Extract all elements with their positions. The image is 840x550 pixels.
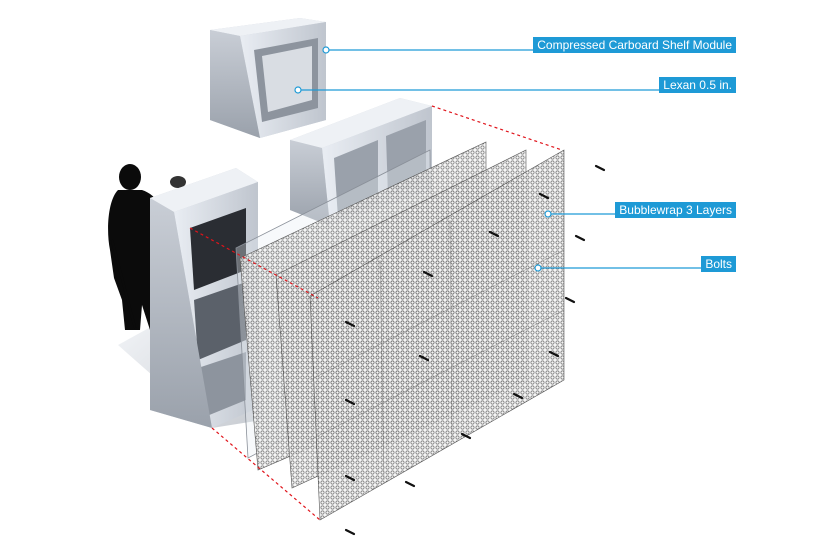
- bolt: [512, 392, 524, 400]
- bolt: [344, 320, 356, 328]
- second-figure-head: [170, 176, 186, 188]
- bolts: [344, 164, 606, 536]
- bolt: [564, 296, 576, 304]
- bolt: [344, 398, 356, 406]
- bolt: [422, 270, 434, 278]
- bolt: [344, 528, 356, 536]
- callout-bubblewrap: Bubblewrap 3 Layers: [615, 202, 736, 218]
- bolt: [460, 432, 472, 440]
- bolt: [538, 192, 550, 200]
- callout-bolts: Bolts: [701, 256, 736, 272]
- bolt: [594, 164, 606, 172]
- bolt: [488, 230, 500, 238]
- bubblewrap-layer-3: [309, 149, 565, 521]
- alignment-guides: [189, 105, 563, 521]
- bolt: [574, 234, 586, 242]
- bolt: [548, 350, 560, 358]
- callout-lexan: Lexan 0.5 in.: [659, 77, 736, 93]
- bolt: [404, 480, 416, 488]
- bolt: [418, 354, 430, 362]
- callout-shelf-module: Compressed Carboard Shelf Module: [533, 37, 736, 53]
- tall-shelf-module: [150, 168, 258, 428]
- bubblewrap-layers: [239, 141, 565, 521]
- bolt: [344, 474, 356, 482]
- floating-shelf-module: [210, 18, 326, 138]
